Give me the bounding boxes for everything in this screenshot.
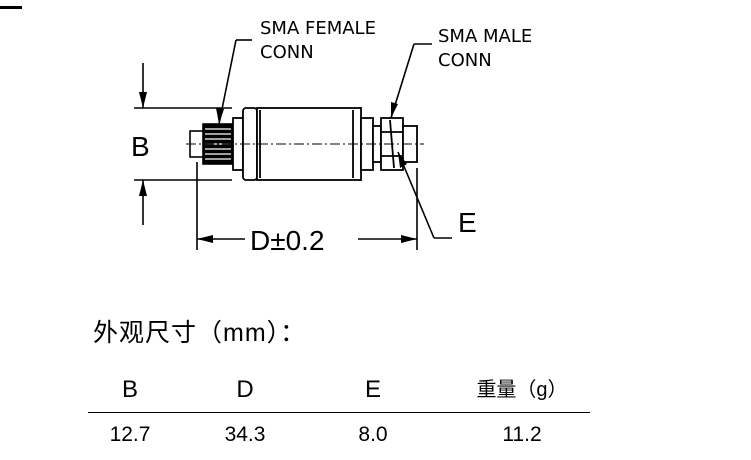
cropped-corner-mark bbox=[0, 0, 22, 9]
b-arrow-top bbox=[139, 92, 147, 108]
b-arrow-bottom bbox=[139, 180, 147, 196]
dimension-d-label: D±0.2 bbox=[250, 225, 325, 256]
d-arrow-right bbox=[401, 235, 417, 243]
female-connector-label-line2: CONN bbox=[260, 42, 314, 63]
header-weight: 重量（g） bbox=[476, 379, 568, 401]
dimensions-title: 外观尺寸（mm）： bbox=[93, 319, 307, 347]
connector-outline-drawing: SMA FEMALE CONN SMA MALE CONN B D±0.2 E bbox=[131, 18, 532, 256]
dimension-e-label: E bbox=[458, 207, 477, 238]
female-connector-label-line1: SMA FEMALE bbox=[260, 18, 376, 39]
e-leader bbox=[397, 151, 435, 239]
e-arrow bbox=[398, 152, 407, 168]
male-connector-label-line1: SMA MALE bbox=[438, 26, 532, 47]
d-arrow-left bbox=[197, 235, 213, 243]
table-header-row: B D E 重量（g） bbox=[88, 368, 590, 413]
dimension-b-label: B bbox=[131, 131, 150, 162]
dimensions-table: B D E 重量（g） 12.7 34.3 8.0 11.2 bbox=[88, 368, 590, 457]
male-connector-label-line2: CONN bbox=[438, 50, 492, 71]
value-b: 12.7 bbox=[109, 423, 151, 446]
header-d: D bbox=[236, 376, 254, 403]
header-b: B bbox=[121, 376, 139, 403]
value-d: 34.3 bbox=[224, 423, 266, 446]
value-e: 8.0 bbox=[358, 423, 388, 446]
table-row: 12.7 34.3 8.0 11.2 bbox=[88, 413, 590, 457]
male-leader-arrow bbox=[391, 102, 398, 118]
header-e: E bbox=[364, 376, 382, 403]
value-weight: 11.2 bbox=[502, 423, 542, 446]
female-leader-arrow bbox=[216, 108, 224, 124]
